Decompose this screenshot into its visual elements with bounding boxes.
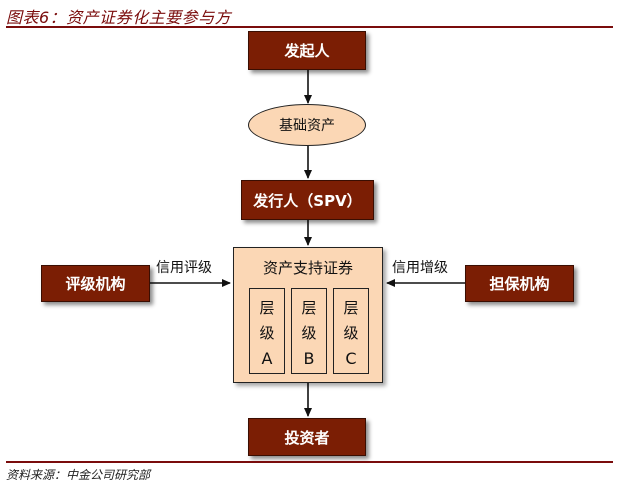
tranche-c-line1: 层 bbox=[343, 299, 359, 317]
abs-node: 资产支持证券 层 级 A 层 级 B 层 级 C bbox=[233, 247, 383, 383]
underlying-assets-node: 基础资产 bbox=[248, 104, 366, 146]
tranche-c-line2: 级 bbox=[343, 324, 359, 342]
tranche-b: 层 级 B bbox=[291, 288, 327, 374]
tranche-a-line1: 层 bbox=[259, 299, 275, 317]
credit-enhancement-label: 信用增级 bbox=[392, 260, 448, 276]
credit-rating-label: 信用评级 bbox=[156, 260, 212, 276]
abs-label: 资产支持证券 bbox=[262, 259, 353, 277]
figure-title: 图表6：资产证券化主要参与方 bbox=[6, 8, 232, 27]
tranche-a-letter: A bbox=[261, 349, 273, 368]
guarantor-label: 担保机构 bbox=[489, 275, 550, 293]
tranche-b-letter: B bbox=[303, 349, 315, 368]
tranche-c: 层 级 C bbox=[333, 288, 369, 374]
issuer-label: 发行人（SPV） bbox=[253, 191, 362, 210]
investor-node: 投资者 bbox=[248, 418, 366, 456]
tranche-c-letter: C bbox=[345, 349, 357, 368]
tranche-b-line2: 级 bbox=[301, 324, 317, 342]
rating-agency-node: 评级机构 bbox=[41, 265, 150, 302]
issuer-node: 发行人（SPV） bbox=[241, 180, 374, 220]
originator-label: 发起人 bbox=[284, 42, 330, 60]
tranche-a-line2: 级 bbox=[259, 324, 275, 342]
rating-agency-label: 评级机构 bbox=[65, 275, 126, 293]
underlying-assets-label: 基础资产 bbox=[279, 118, 335, 134]
title-rule bbox=[6, 26, 613, 28]
source-note: 资料来源：中金公司研究部 bbox=[6, 468, 151, 482]
tranche-a: 层 级 A bbox=[249, 288, 285, 374]
tranche-b-line1: 层 bbox=[301, 299, 317, 317]
originator-node: 发起人 bbox=[248, 31, 366, 70]
guarantor-node: 担保机构 bbox=[465, 265, 574, 302]
investor-label: 投资者 bbox=[284, 428, 330, 447]
source-rule bbox=[6, 461, 613, 463]
